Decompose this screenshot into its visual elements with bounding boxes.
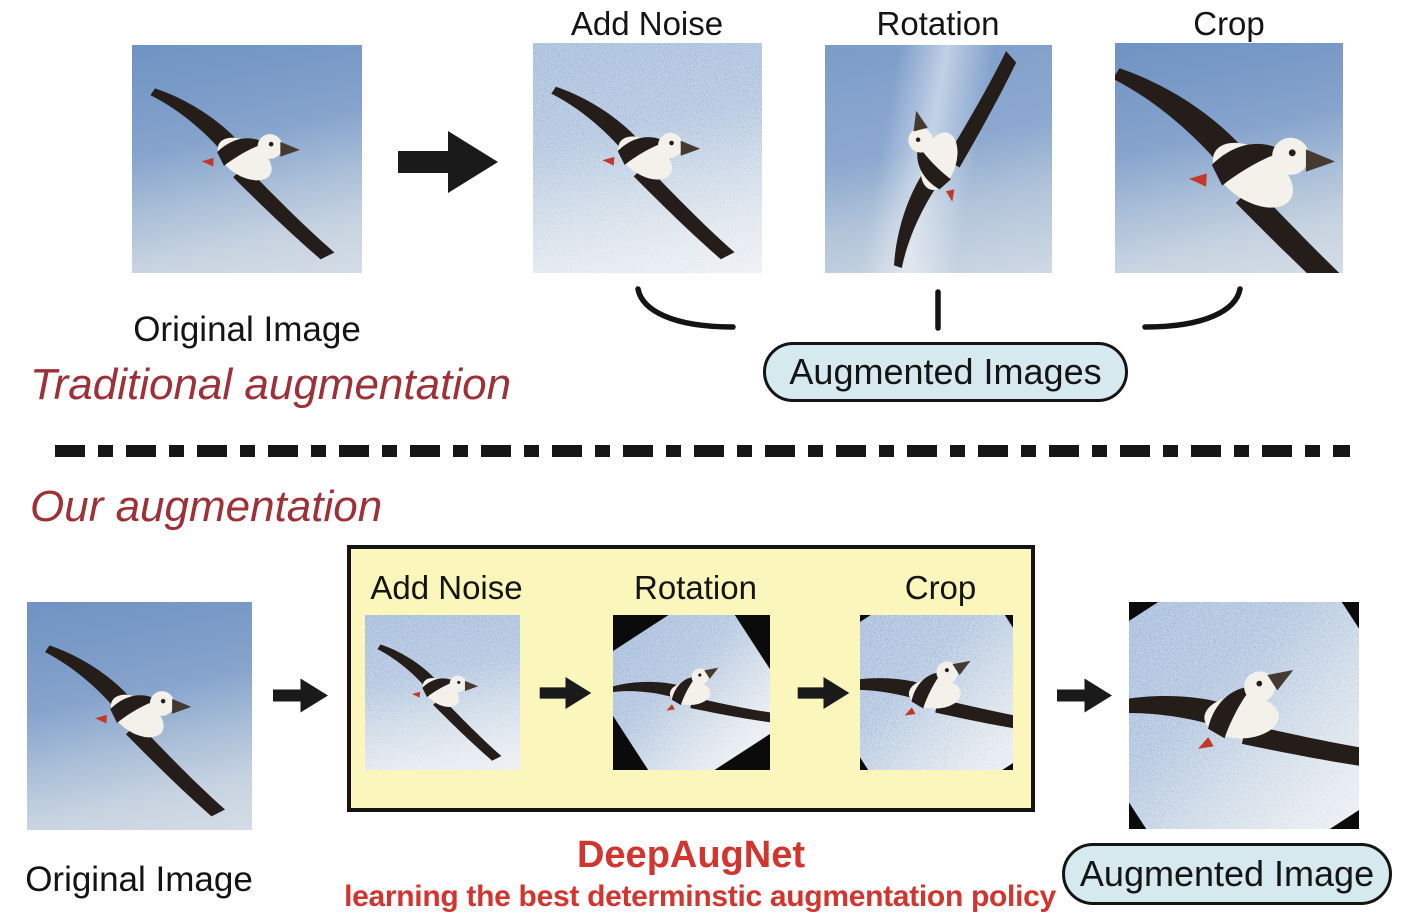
arrow-right-icon [1057,678,1112,713]
augmented-image-badge-label: Augmented Image [1079,853,1375,894]
original-image-caption-bottom: Original Image [25,860,253,899]
bird-illustration [45,645,225,817]
bird-illustration [613,619,770,770]
augmented-image-badge: Augmented Image [1062,843,1392,905]
bird-illustration [150,88,335,260]
arrow-right-icon [796,677,851,709]
final-augmented-photo [1129,602,1359,829]
augmented-photo-crop [1115,43,1343,273]
augmented-photo-rotation [825,45,1052,273]
op-label-crop-top: Crop [1193,5,1265,42]
deepaugnet-title: DeepAugNet [576,834,806,876]
op-label-add-noise-top: Add Noise [570,5,724,42]
module-photo-add-noise [365,615,520,770]
section-divider [55,445,1350,457]
augmented-images-badge-label: Augmented Images [789,351,1102,392]
traditional-heading: Traditional augmentation [30,360,512,409]
original-image-photo-top [132,45,362,273]
bird-illustration [377,644,502,761]
bird-illustration [1115,68,1343,273]
original-image-caption-top: Original Image [133,310,361,349]
arrow-right-icon [398,131,498,193]
op-label-rotation-top: Rotation [876,5,1000,42]
our-heading: Our augmentation [30,482,383,531]
op-label-add-noise-module: Add Noise [370,569,523,606]
arrow-right-icon [273,678,328,713]
augmented-images-badge: Augmented Images [763,342,1128,402]
rotated-sky [860,615,1013,770]
deepaugnet-caption: learning the best determinstic augmentat… [344,880,1056,913]
bird-illustration [551,86,735,260]
brace-connector [635,286,1243,331]
bird-illustration [860,615,1013,770]
bird-illustration [848,49,1052,270]
arrow-right-icon [538,677,593,709]
augmented-photo-add-noise [533,43,762,273]
module-photo-rotation [613,615,770,770]
deepaugnet-module-box: Add Noise Rotation Crop [347,545,1035,812]
module-photo-crop [860,615,1013,770]
bird-illustration [1129,602,1359,829]
rotated-sky [613,615,770,770]
op-label-rotation-module: Rotation [634,569,757,606]
rotated-sky [1129,602,1359,829]
original-image-photo-bottom [27,602,252,830]
op-label-crop-module: Crop [904,569,977,606]
